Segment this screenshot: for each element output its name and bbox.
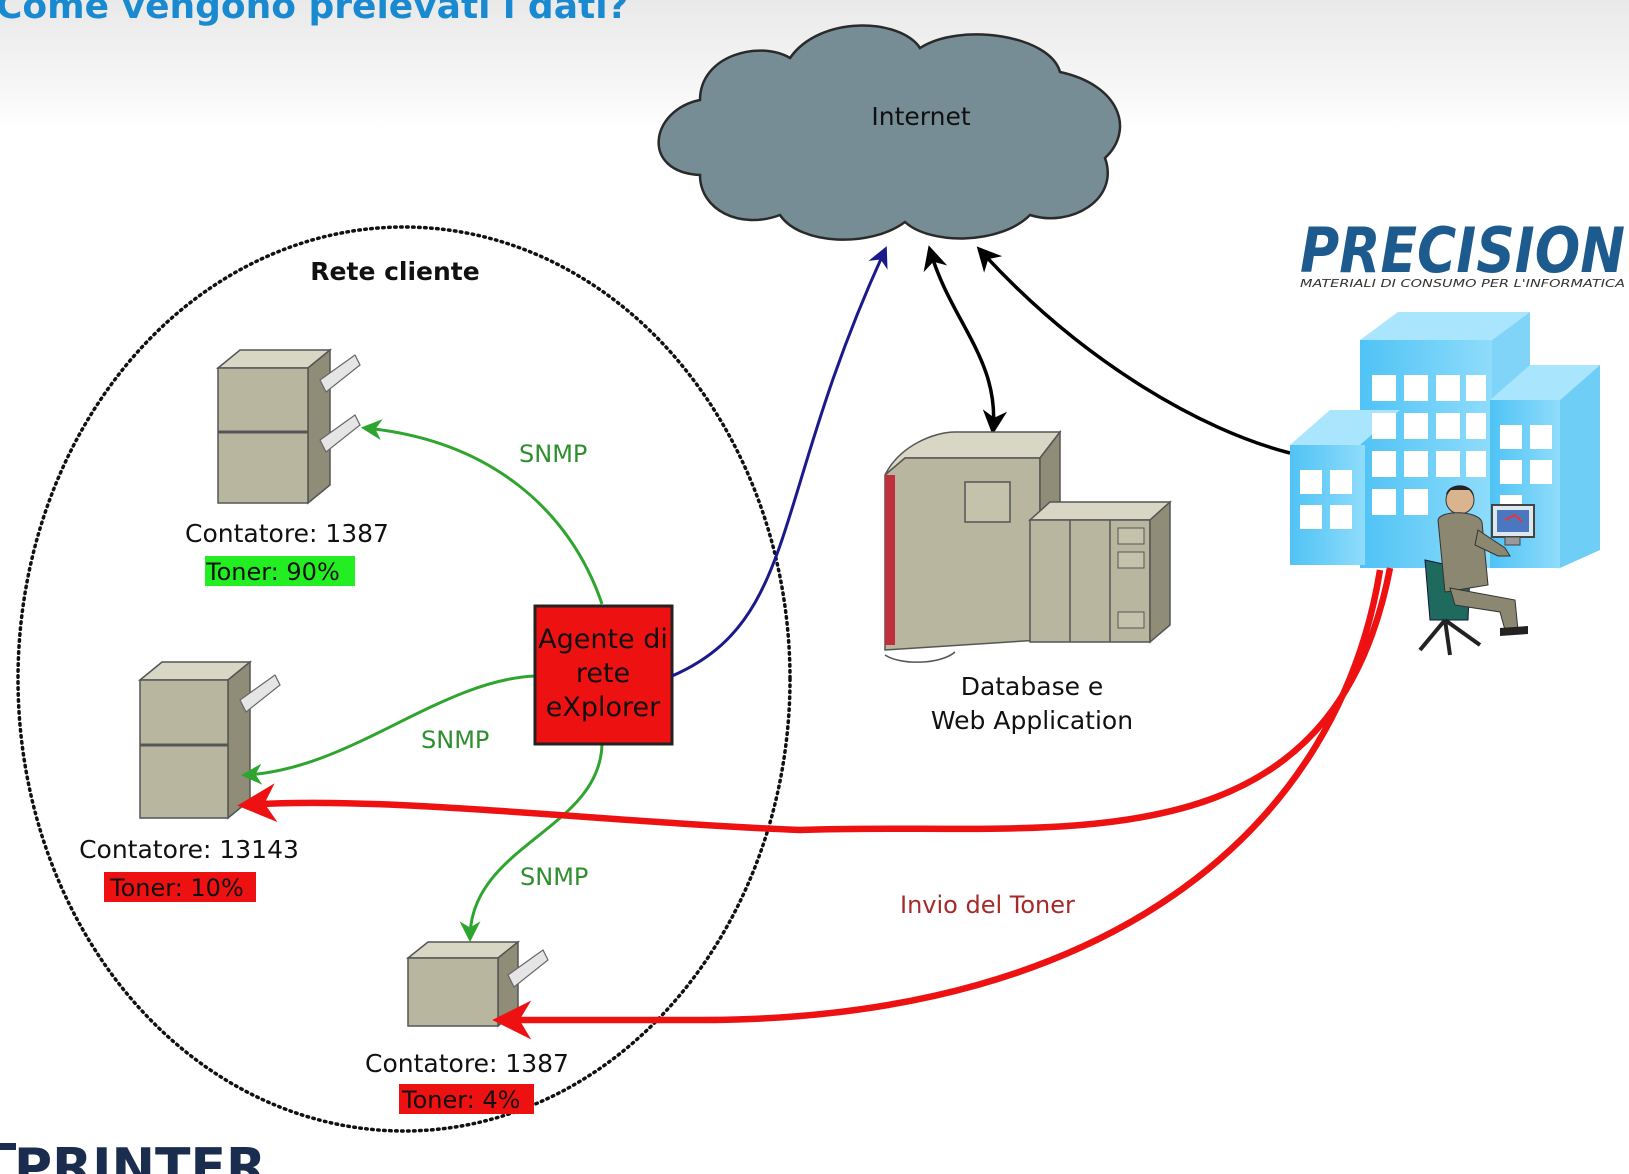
agent-label-line-2: rete <box>576 658 630 689</box>
supplier-building-icon <box>1290 312 1600 568</box>
server-label-line-2: Web Application <box>931 706 1133 735</box>
snmp-label-1: SNMP <box>519 440 587 468</box>
snmp-label-3: SNMP <box>520 863 588 891</box>
internet-cloud: Internet <box>657 24 1122 241</box>
supplier-internet-link <box>976 246 1291 455</box>
toner-delivery-label: Invio del Toner <box>900 891 1075 919</box>
printer-2-toner: Toner: 10% <box>109 874 244 902</box>
snmp-arrow-3 <box>459 743 604 943</box>
printer-2-counter: Contatore: 13143 <box>79 835 299 864</box>
toner-delivery-arrow-2 <box>492 569 1384 1040</box>
printer-3-icon <box>405 940 549 1028</box>
toner-delivery-arrow-1 <box>237 567 1394 834</box>
agent-label-line-1: Agente di <box>538 624 668 655</box>
precision-logo: PRECISION MATERIALI DI CONSUMO PER L'INF… <box>1300 214 1625 290</box>
operator-person-icon <box>1418 485 1535 656</box>
printer-3-toner-badge <box>399 1084 534 1114</box>
agent-label-line-3: eXplorer <box>546 692 661 723</box>
snmp-arrow-1 <box>360 419 604 605</box>
bottom-logo: PRINTER <box>0 1138 266 1174</box>
client-network-boundary <box>16 225 792 1133</box>
bottom-logo-text: PRINTER <box>14 1138 266 1174</box>
printer-1-icon <box>215 348 361 505</box>
network-agent-box <box>533 604 674 746</box>
printer-3-counter: Contatore: 1387 <box>365 1049 569 1078</box>
client-network-label: Rete cliente <box>310 257 479 286</box>
snmp-label-2: SNMP <box>421 726 489 754</box>
printer-1-toner-badge <box>205 556 355 586</box>
snmp-arrow-2 <box>240 674 536 785</box>
database-server-icon <box>884 429 1172 663</box>
printer-3-toner: Toner: 4% <box>401 1086 520 1114</box>
precision-brand-name: PRECISION <box>1300 214 1625 287</box>
precision-brand-tagline: MATERIALI DI CONSUMO PER L'INFORMATICA <box>1300 277 1625 290</box>
internet-server-link <box>923 245 1008 435</box>
printer-1-counter: Contatore: 1387 <box>185 519 389 548</box>
printer-1-toner: Toner: 90% <box>205 558 340 586</box>
printer-2-toner-badge <box>104 872 256 902</box>
agent-internet-link <box>671 246 888 678</box>
page-title: Come vengono prelevati i dati? <box>0 0 629 27</box>
server-label-line-1: Database e <box>961 672 1104 701</box>
printer-2-icon <box>137 660 281 820</box>
internet-label: Internet <box>871 102 970 131</box>
